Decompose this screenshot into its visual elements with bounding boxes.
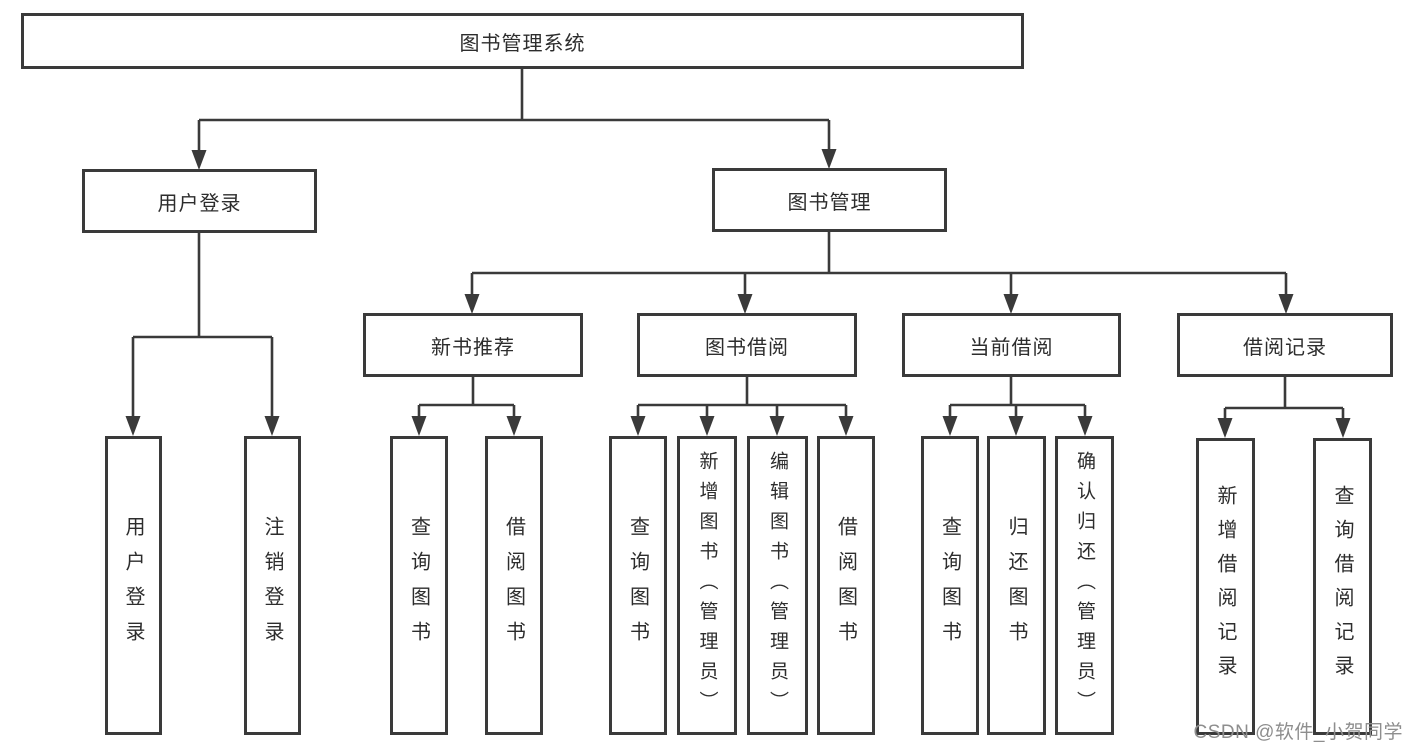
node-return-book: 归还图书 [987, 436, 1046, 735]
node-query-books-recommend: 查询图书 [390, 436, 448, 735]
node-current-borrowing: 当前借阅 [902, 313, 1121, 377]
node-borrow-books-recommend: 借阅图书 [485, 436, 543, 735]
node-borrowing-records: 借阅记录 [1177, 313, 1393, 377]
node-library-management-system: 图书管理系统 [21, 13, 1024, 69]
node-borrow-books-leaf: 借阅图书 [817, 436, 875, 735]
node-query-books-borrowing: 查询图书 [609, 436, 667, 735]
node-user-login: 用户登录 [82, 169, 317, 233]
node-add-borrow-record: 新增借阅记录 [1196, 438, 1255, 735]
node-new-book-recommend: 新书推荐 [363, 313, 583, 377]
node-add-book-admin: 新增图书（管理员） [677, 436, 737, 735]
node-logout-leaf: 注销登录 [244, 436, 301, 735]
node-user-login-leaf: 用户登录 [105, 436, 162, 735]
node-confirm-return-admin: 确认归还（管理员） [1055, 436, 1114, 735]
node-query-borrow-record: 查询借阅记录 [1313, 438, 1372, 735]
node-book-borrowing: 图书借阅 [637, 313, 857, 377]
node-edit-book-admin: 编辑图书（管理员） [747, 436, 808, 735]
node-query-books-current: 查询图书 [921, 436, 979, 735]
watermark: CSDN @软件_小贺同学 [1193, 722, 1403, 743]
node-book-management: 图书管理 [712, 168, 947, 232]
